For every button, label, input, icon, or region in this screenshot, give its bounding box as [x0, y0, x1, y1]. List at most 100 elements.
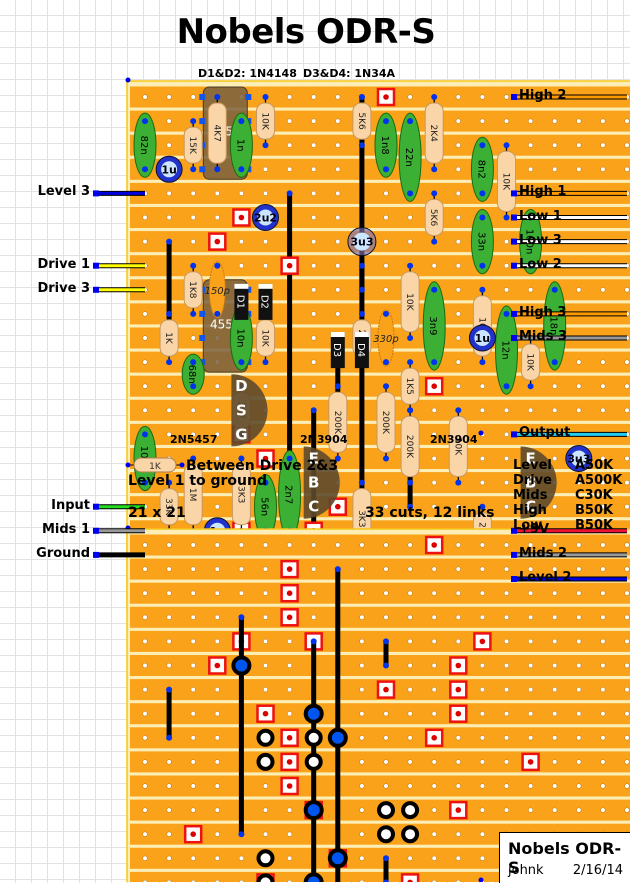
- hole: [600, 735, 606, 741]
- pot-value: B50K: [575, 503, 614, 518]
- copper-strip: [130, 703, 630, 725]
- hole: [479, 455, 485, 462]
- track-cut-dot: [455, 807, 462, 813]
- hole: [407, 783, 413, 789]
- pad: [431, 94, 438, 100]
- hole: [383, 590, 389, 596]
- hole: [238, 190, 244, 196]
- wire-end-pad: [93, 527, 99, 534]
- wire-end-pad: [511, 335, 517, 341]
- hole: [166, 783, 172, 789]
- hole: [262, 263, 269, 269]
- pad: [551, 359, 558, 366]
- hole: [238, 239, 244, 245]
- hole: [624, 638, 630, 644]
- diode-label: D2: [259, 295, 270, 309]
- pad: [383, 662, 389, 669]
- hole: [479, 590, 485, 596]
- hole: [311, 214, 317, 221]
- hole: [576, 638, 582, 644]
- hole: [359, 638, 365, 644]
- hole: [600, 759, 606, 765]
- pot-name: High: [513, 503, 547, 518]
- ic-pin: [199, 94, 206, 100]
- resistor-value: 10K: [404, 293, 414, 311]
- electrolytic-capacitor: 1u: [468, 324, 496, 352]
- hole: [311, 190, 317, 196]
- hole: [624, 455, 630, 462]
- hole: [528, 735, 534, 741]
- track-cut-dot: [431, 735, 438, 741]
- hole: [190, 94, 196, 100]
- hole: [479, 783, 485, 789]
- resistor-value: 1K8: [187, 281, 197, 299]
- hole: [166, 542, 172, 548]
- copper-strip: [130, 472, 630, 494]
- pad: [383, 638, 389, 645]
- copper-strip: [130, 231, 630, 253]
- page-title: Nobels ODR-S: [176, 12, 436, 52]
- hole: [600, 480, 606, 486]
- pad: [407, 262, 414, 269]
- film-capacitor: 8n2: [470, 136, 494, 202]
- hole: [142, 214, 148, 221]
- hole: [431, 407, 437, 413]
- pot-value: A500K: [575, 473, 623, 488]
- track-cut-dot: [286, 566, 293, 572]
- track-cut-dot: [286, 735, 293, 741]
- diode-band: [234, 283, 249, 289]
- diode-label: D4: [355, 343, 366, 357]
- pad: [407, 118, 414, 125]
- hole: [262, 638, 269, 644]
- hole: [455, 118, 461, 124]
- copper-strip: [130, 279, 630, 301]
- resistor: 200K: [376, 383, 396, 462]
- electrolytic-capacitor: 3u3: [347, 227, 377, 257]
- hole: [455, 566, 461, 572]
- hole: [166, 638, 172, 644]
- wire-label-mids-2: Mids 2: [519, 545, 568, 561]
- pot-name: Low: [513, 518, 543, 533]
- resistor-body: [400, 271, 420, 333]
- hole: [166, 142, 172, 148]
- resistor-value: 10K: [260, 329, 270, 347]
- hole: [503, 807, 510, 813]
- hole: [407, 94, 413, 100]
- corner-marker: [125, 77, 131, 83]
- capacitor-value: 82n: [138, 136, 149, 155]
- hole: [287, 687, 293, 693]
- transistor-pin-c: C: [525, 498, 536, 516]
- capacitor-body: [377, 309, 395, 367]
- hole: [311, 590, 317, 596]
- hole: [359, 759, 365, 765]
- pad: [431, 190, 438, 197]
- hole: [262, 239, 269, 245]
- resistor: 200K: [400, 407, 420, 486]
- track-cut-dot: [286, 614, 293, 621]
- hole: [455, 783, 461, 789]
- pad: [358, 94, 365, 100]
- corner-marker: [478, 877, 484, 882]
- hole: [624, 287, 630, 293]
- copper-strip: [130, 582, 630, 604]
- hole: [262, 383, 269, 389]
- wire-end-pad: [511, 214, 517, 221]
- hole: [142, 855, 148, 861]
- transistor-pin-b: B: [525, 474, 536, 492]
- capacitor-value: 56n: [259, 497, 270, 516]
- resistor: 1K8: [183, 262, 203, 317]
- hole: [142, 662, 148, 669]
- capacitor-body: [181, 353, 205, 395]
- hole: [431, 431, 437, 437]
- solder-ring: [377, 825, 395, 844]
- hole: [190, 855, 196, 861]
- resistor-value: 1M: [187, 488, 197, 502]
- pot-name: Mids: [513, 488, 548, 503]
- hole: [142, 407, 148, 413]
- hole: [190, 214, 196, 221]
- hole: [624, 166, 630, 172]
- hole: [214, 214, 220, 221]
- hole: [600, 783, 606, 789]
- hole: [335, 239, 341, 245]
